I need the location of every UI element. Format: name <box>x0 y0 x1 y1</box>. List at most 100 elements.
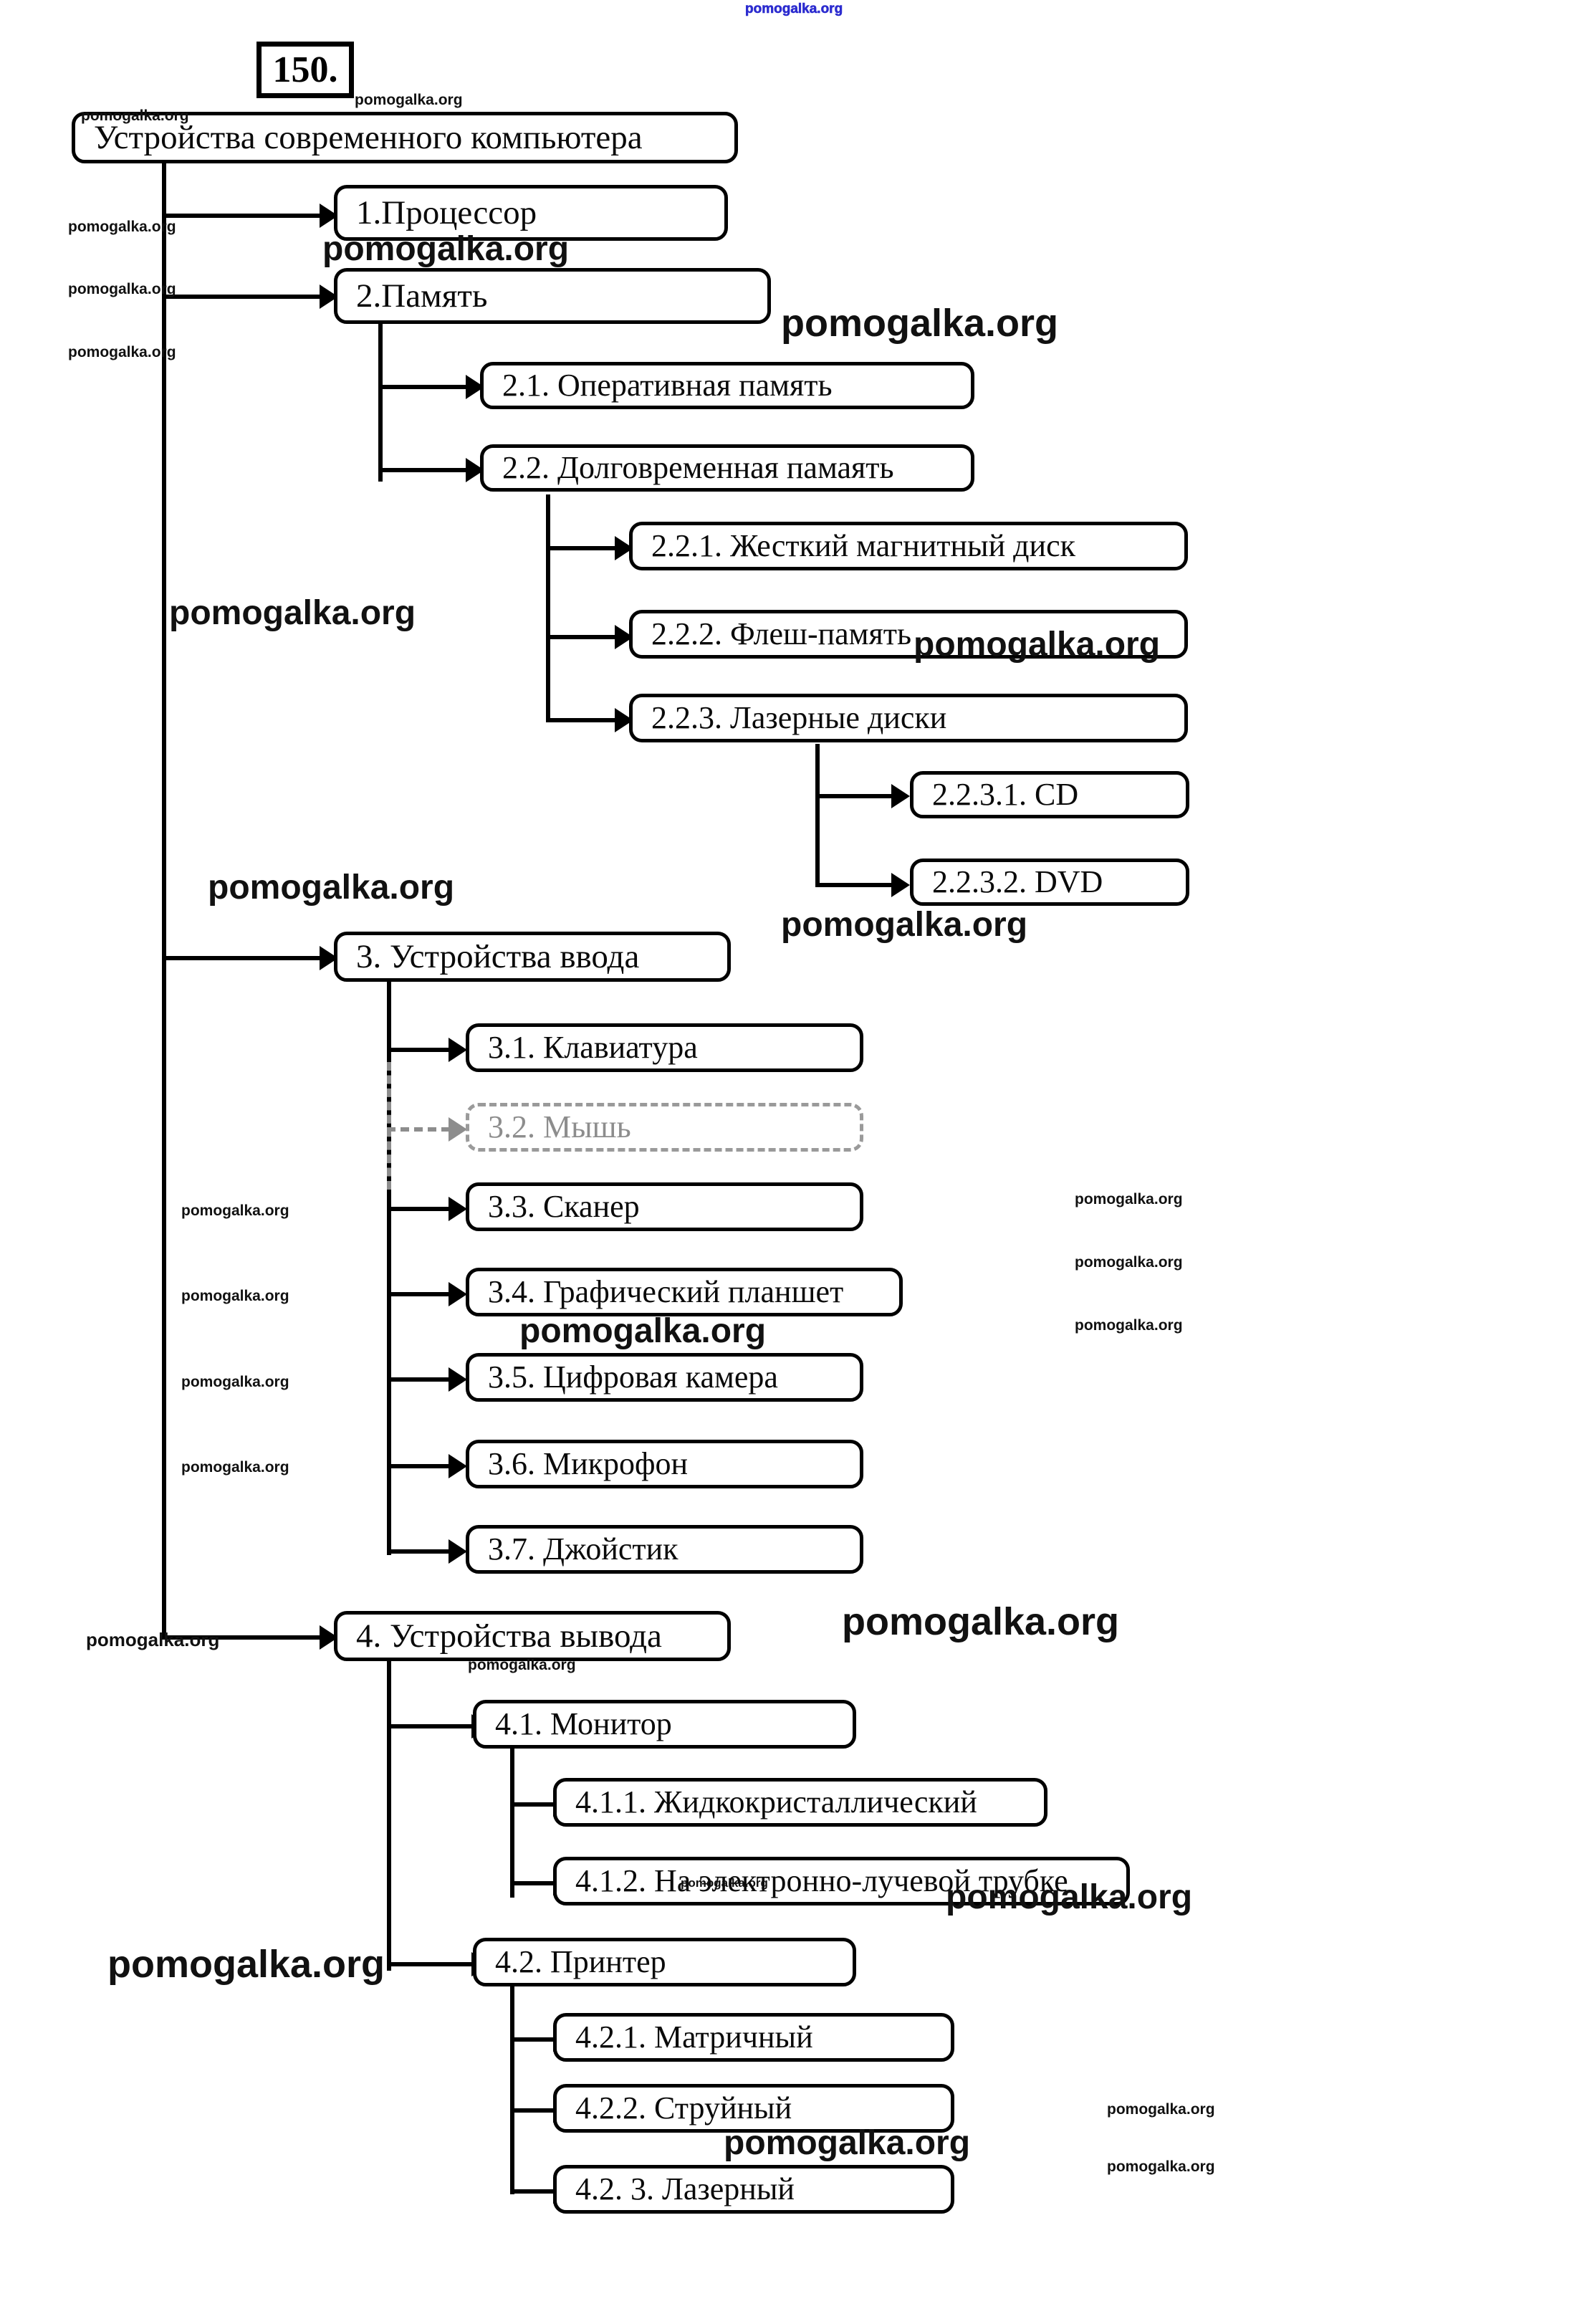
node-root[interactable]: Устройства современного компьютера <box>72 112 738 163</box>
node-cd[interactable]: 2.2.3.1. CD <box>910 771 1189 818</box>
node-printer[interactable]: 4.2. Принтер <box>473 1938 856 1986</box>
node-microphone[interactable]: 3.6. Микрофон <box>466 1440 863 1488</box>
node-dvd[interactable]: 2.2.3.2. DVD <box>910 859 1189 906</box>
node-memory-label: 2.Память <box>356 277 488 315</box>
edge-optical-to-cd <box>815 794 893 798</box>
watermark: pomogalka.org <box>86 1629 220 1650</box>
watermark: pomogalka.org <box>208 869 455 907</box>
trunk-output <box>387 1661 391 1971</box>
node-mouse-label: 3.2. Мышь <box>488 1109 631 1144</box>
node-input-devices[interactable]: 3. Устройства ввода <box>334 932 731 982</box>
watermark: pomogalka.org <box>781 906 1028 944</box>
node-digital-camera-label: 3.5. Цифровая камера <box>488 1359 778 1395</box>
edge-input-to-keyboard <box>387 1048 450 1052</box>
watermark: pomogalka.org <box>1075 1254 1183 1271</box>
edge-input-to-scanner <box>387 1207 450 1211</box>
arrowhead-camera <box>449 1367 467 1392</box>
edge-input-to-mouse <box>387 1127 450 1132</box>
edge-output-to-monitor <box>387 1724 473 1728</box>
node-crt-monitor-label: 4.1.2. На электронно-лучевой трубке <box>575 1863 1068 1898</box>
node-laser-printer[interactable]: 4.2. 3. Лазерный <box>553 2165 954 2214</box>
watermark: pomogalka.org <box>355 92 463 108</box>
watermark: pomogalka.org <box>1075 1317 1183 1334</box>
node-output-devices[interactable]: 4. Устройства вывода <box>334 1611 731 1661</box>
watermark: pomogalka.org <box>1107 2101 1215 2118</box>
node-flash-memory[interactable]: 2.2.2. Флеш-память <box>629 610 1188 659</box>
edge-memory-to-ram <box>378 385 467 389</box>
edge-root-to-processor <box>162 214 321 218</box>
edge-root-to-output <box>162 1635 321 1640</box>
edge-root-to-memory <box>162 295 321 299</box>
node-dot-matrix-printer[interactable]: 4.2.1. Матричный <box>553 2013 954 2062</box>
watermark: pomogalka.org <box>181 1202 289 1219</box>
arrowhead-scanner <box>449 1197 467 1221</box>
arrowhead-cd <box>891 784 910 808</box>
node-cd-label: 2.2.3.1. CD <box>932 777 1079 812</box>
node-monitor[interactable]: 4.1. Монитор <box>473 1700 856 1749</box>
node-scanner-label: 3.3. Сканер <box>488 1189 640 1224</box>
node-optical-discs-label: 2.2.3. Лазерные диски <box>651 700 947 735</box>
node-lcd-monitor-label: 4.1.1. Жидкокристаллический <box>575 1784 977 1819</box>
watermark: pomogalka.org <box>1107 2158 1215 2175</box>
trunk-root <box>162 162 166 1640</box>
edge-input-to-microphone <box>387 1464 450 1468</box>
watermark: pomogalka.org <box>1075 1191 1183 1208</box>
arrowhead-microphone <box>449 1454 467 1478</box>
edge-longterm-to-hdd <box>546 546 616 550</box>
node-processor-label: 1.Процессор <box>356 193 537 231</box>
node-graphics-tablet-label: 3.4. Графический планшет <box>488 1274 844 1309</box>
trunk-printer <box>510 1986 514 2194</box>
watermark: pomogalka.org <box>781 302 1059 345</box>
edge-longterm-to-optical <box>546 718 616 722</box>
watermark: pomogalka.org <box>842 1600 1120 1643</box>
node-output-devices-label: 4. Устройства вывода <box>356 1617 662 1655</box>
watermark: pomogalka.org <box>68 281 176 297</box>
edge-printer-to-laser <box>510 2189 555 2194</box>
node-hdd-label: 2.2.1. Жесткий магнитный диск <box>651 528 1075 563</box>
watermark: pomogalka.org <box>181 1374 289 1390</box>
edge-printer-to-inkjet <box>510 2108 555 2113</box>
node-laser-printer-label: 4.2. 3. Лазерный <box>575 2171 795 2206</box>
node-hdd[interactable]: 2.2.1. Жесткий магнитный диск <box>629 522 1188 570</box>
watermark: pomogalka.org <box>68 344 176 360</box>
node-longterm-memory-label: 2.2. Долговременная памаять <box>502 450 894 485</box>
node-optical-discs[interactable]: 2.2.3. Лазерные диски <box>629 694 1188 742</box>
node-ram-label: 2.1. Оперативная память <box>502 368 833 403</box>
arrowhead-dvd <box>891 873 910 897</box>
node-graphics-tablet[interactable]: 3.4. Графический планшет <box>466 1268 903 1316</box>
node-longterm-memory[interactable]: 2.2. Долговременная памаять <box>480 444 974 492</box>
node-joystick[interactable]: 3.7. Джойстик <box>466 1525 863 1574</box>
watermark: pomogalka.org <box>181 1459 289 1476</box>
node-mouse[interactable]: 3.2. Мышь <box>466 1103 863 1152</box>
edge-input-to-camera <box>387 1377 450 1382</box>
watermark: pomogalka.org <box>68 219 176 235</box>
node-keyboard[interactable]: 3.1. Клавиатура <box>466 1023 863 1072</box>
node-digital-camera[interactable]: 3.5. Цифровая камера <box>466 1353 863 1402</box>
node-keyboard-label: 3.1. Клавиатура <box>488 1030 698 1065</box>
edge-printer-to-dotmatrix <box>510 2037 555 2042</box>
arrowhead-joystick <box>449 1539 467 1564</box>
node-processor[interactable]: 1.Процессор <box>334 185 728 241</box>
watermark: pomogalka.org <box>519 1312 767 1350</box>
exercise-number-box: 150. <box>256 42 354 98</box>
node-inkjet-printer[interactable]: 4.2.2. Струйный <box>553 2084 954 2133</box>
node-microphone-label: 3.6. Микрофон <box>488 1446 689 1481</box>
trunk-longterm <box>546 494 550 722</box>
node-scanner[interactable]: 3.3. Сканер <box>466 1182 863 1231</box>
node-crt-monitor[interactable]: 4.1.2. На электронно-лучевой трубке <box>553 1857 1130 1905</box>
watermark: pomogalka.org <box>745 1 843 17</box>
node-memory[interactable]: 2.Память <box>334 268 771 324</box>
node-ram[interactable]: 2.1. Оперативная память <box>480 362 974 409</box>
edge-root-to-input <box>162 956 321 960</box>
node-joystick-label: 3.7. Джойстик <box>488 1531 678 1567</box>
edge-longterm-to-flash <box>546 635 616 639</box>
edge-input-to-tablet <box>387 1292 450 1296</box>
node-monitor-label: 4.1. Монитор <box>495 1706 672 1741</box>
edge-output-to-printer <box>387 1962 473 1966</box>
node-lcd-monitor[interactable]: 4.1.1. Жидкокристаллический <box>553 1778 1047 1827</box>
trunk-input-dashed-overlay <box>387 1062 391 1190</box>
edge-optical-to-dvd <box>815 883 893 887</box>
node-flash-memory-label: 2.2.2. Флеш-память <box>651 616 912 651</box>
watermark: pomogalka.org <box>169 594 416 632</box>
